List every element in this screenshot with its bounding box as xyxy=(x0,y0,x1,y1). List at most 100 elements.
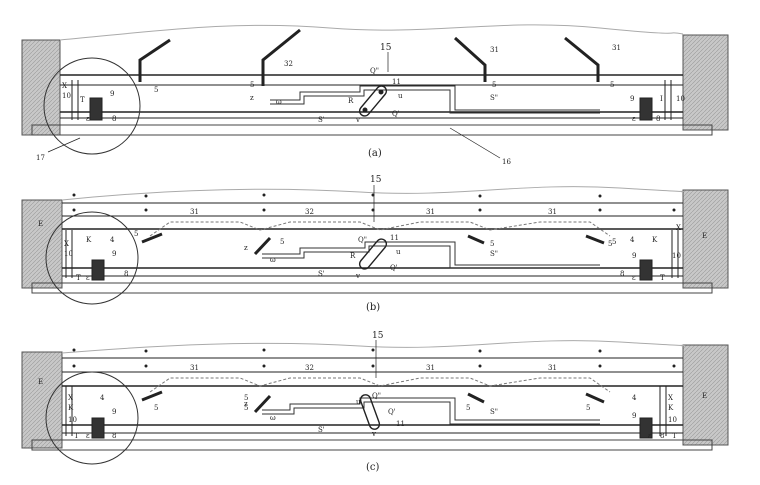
label-v: v xyxy=(355,116,360,124)
label-T: T xyxy=(660,274,665,282)
label-u: u xyxy=(356,398,361,406)
short-link-5 xyxy=(467,234,485,245)
label-K: K xyxy=(668,404,674,412)
label-omega: ω xyxy=(270,256,276,264)
label-15: 15 xyxy=(380,43,392,53)
label-5: 5 xyxy=(244,394,248,402)
slot-path-2 xyxy=(270,89,600,114)
label-u: u xyxy=(396,248,401,256)
label-K: K xyxy=(652,236,658,244)
label-32: 32 xyxy=(305,208,314,216)
wall-right xyxy=(682,344,729,446)
label-10: 10 xyxy=(676,95,685,103)
label-v: v xyxy=(355,272,360,280)
label-epsilon: ε xyxy=(86,274,90,282)
label-X: X xyxy=(68,394,73,402)
label-S-prime: S' xyxy=(318,116,325,124)
label-4: 4 xyxy=(110,236,115,244)
wavy-top-edge xyxy=(61,340,685,354)
pin-block-left xyxy=(89,97,103,121)
slot-path xyxy=(262,241,600,266)
label-31: 31 xyxy=(190,208,199,216)
slot-path-2 xyxy=(262,401,600,425)
short-link-5 xyxy=(253,236,272,256)
label-11: 11 xyxy=(390,234,399,242)
label-I: I xyxy=(660,95,663,103)
label-z: z xyxy=(250,94,254,102)
pin-block-right xyxy=(639,417,653,439)
caption-b: (b) xyxy=(366,302,380,313)
label-5: 5 xyxy=(490,240,494,248)
pin-block-right xyxy=(639,97,653,121)
label-z: z xyxy=(244,400,248,408)
label-31: 31 xyxy=(612,44,621,52)
label-epsilon: ε xyxy=(632,274,636,282)
label-S-prime: S' xyxy=(318,270,325,278)
dashed-arm-path xyxy=(149,221,611,237)
detail-circle-left xyxy=(45,371,139,465)
label-epsilon: ε xyxy=(648,432,652,440)
label-T: T xyxy=(74,432,79,440)
label-4: 4 xyxy=(100,394,105,402)
slot-path xyxy=(262,397,600,421)
label-Q-prime: Q' xyxy=(388,408,396,416)
short-link-5 xyxy=(141,232,163,244)
label-15: 15 xyxy=(372,331,384,341)
slot-path-2 xyxy=(262,245,600,269)
label-31: 31 xyxy=(190,364,199,372)
label-17: 17 xyxy=(36,154,45,162)
label-epsilon: ε xyxy=(86,432,90,440)
label-5: 5 xyxy=(612,238,616,246)
wall-left xyxy=(21,39,61,136)
label-u: u xyxy=(398,92,403,100)
label-32: 32 xyxy=(305,364,314,372)
dashed-arm-path xyxy=(149,377,611,393)
label-8: 8 xyxy=(124,270,128,278)
label-5: 5 xyxy=(134,230,138,238)
arm-31-mid xyxy=(453,36,487,82)
label-Q-double: Q" xyxy=(370,67,379,75)
label-Q-prime: Q' xyxy=(390,264,398,272)
label-E: E xyxy=(38,220,43,228)
wall-right xyxy=(682,189,729,289)
label-X: X xyxy=(676,224,681,232)
label-31: 31 xyxy=(548,364,557,372)
label-5: 5 xyxy=(466,404,470,412)
label-5: 5 xyxy=(608,240,612,248)
label-10: 10 xyxy=(668,416,677,424)
label-R: R xyxy=(350,252,356,260)
label-10: 10 xyxy=(64,250,73,258)
label-epsilon: ε xyxy=(86,115,90,123)
label-S-double: S" xyxy=(490,250,498,258)
label-Q-double: Q" xyxy=(358,236,367,244)
central-link xyxy=(358,238,388,270)
label-9: 9 xyxy=(630,95,634,103)
label-5: 5 xyxy=(250,81,254,89)
label-8: 8 xyxy=(656,115,660,123)
pin-block-right xyxy=(639,259,653,281)
label-10: 10 xyxy=(672,252,681,260)
base-floor xyxy=(31,282,713,294)
label-Q-double: Q" xyxy=(372,392,381,400)
label-omega: ω xyxy=(270,414,276,422)
label-31: 31 xyxy=(490,46,499,54)
label-S-double: S" xyxy=(490,408,498,416)
label-9: 9 xyxy=(632,252,636,260)
label-9: 9 xyxy=(112,250,116,258)
label-9: 9 xyxy=(112,408,116,416)
wall-left xyxy=(21,351,63,449)
label-9: 9 xyxy=(110,90,114,98)
label-S-double: S" xyxy=(490,94,498,102)
label-X: X xyxy=(62,82,67,90)
label-5: 5 xyxy=(492,81,496,89)
label-E: E xyxy=(702,392,707,400)
pin-block-left xyxy=(91,259,105,281)
label-5: 5 xyxy=(280,238,284,246)
detail-circle-left xyxy=(45,211,139,305)
short-link-5 xyxy=(585,392,605,404)
label-16: 16 xyxy=(502,158,511,166)
label-5: 5 xyxy=(586,404,590,412)
label-T: T xyxy=(76,274,81,282)
caption-a: (a) xyxy=(368,148,382,159)
